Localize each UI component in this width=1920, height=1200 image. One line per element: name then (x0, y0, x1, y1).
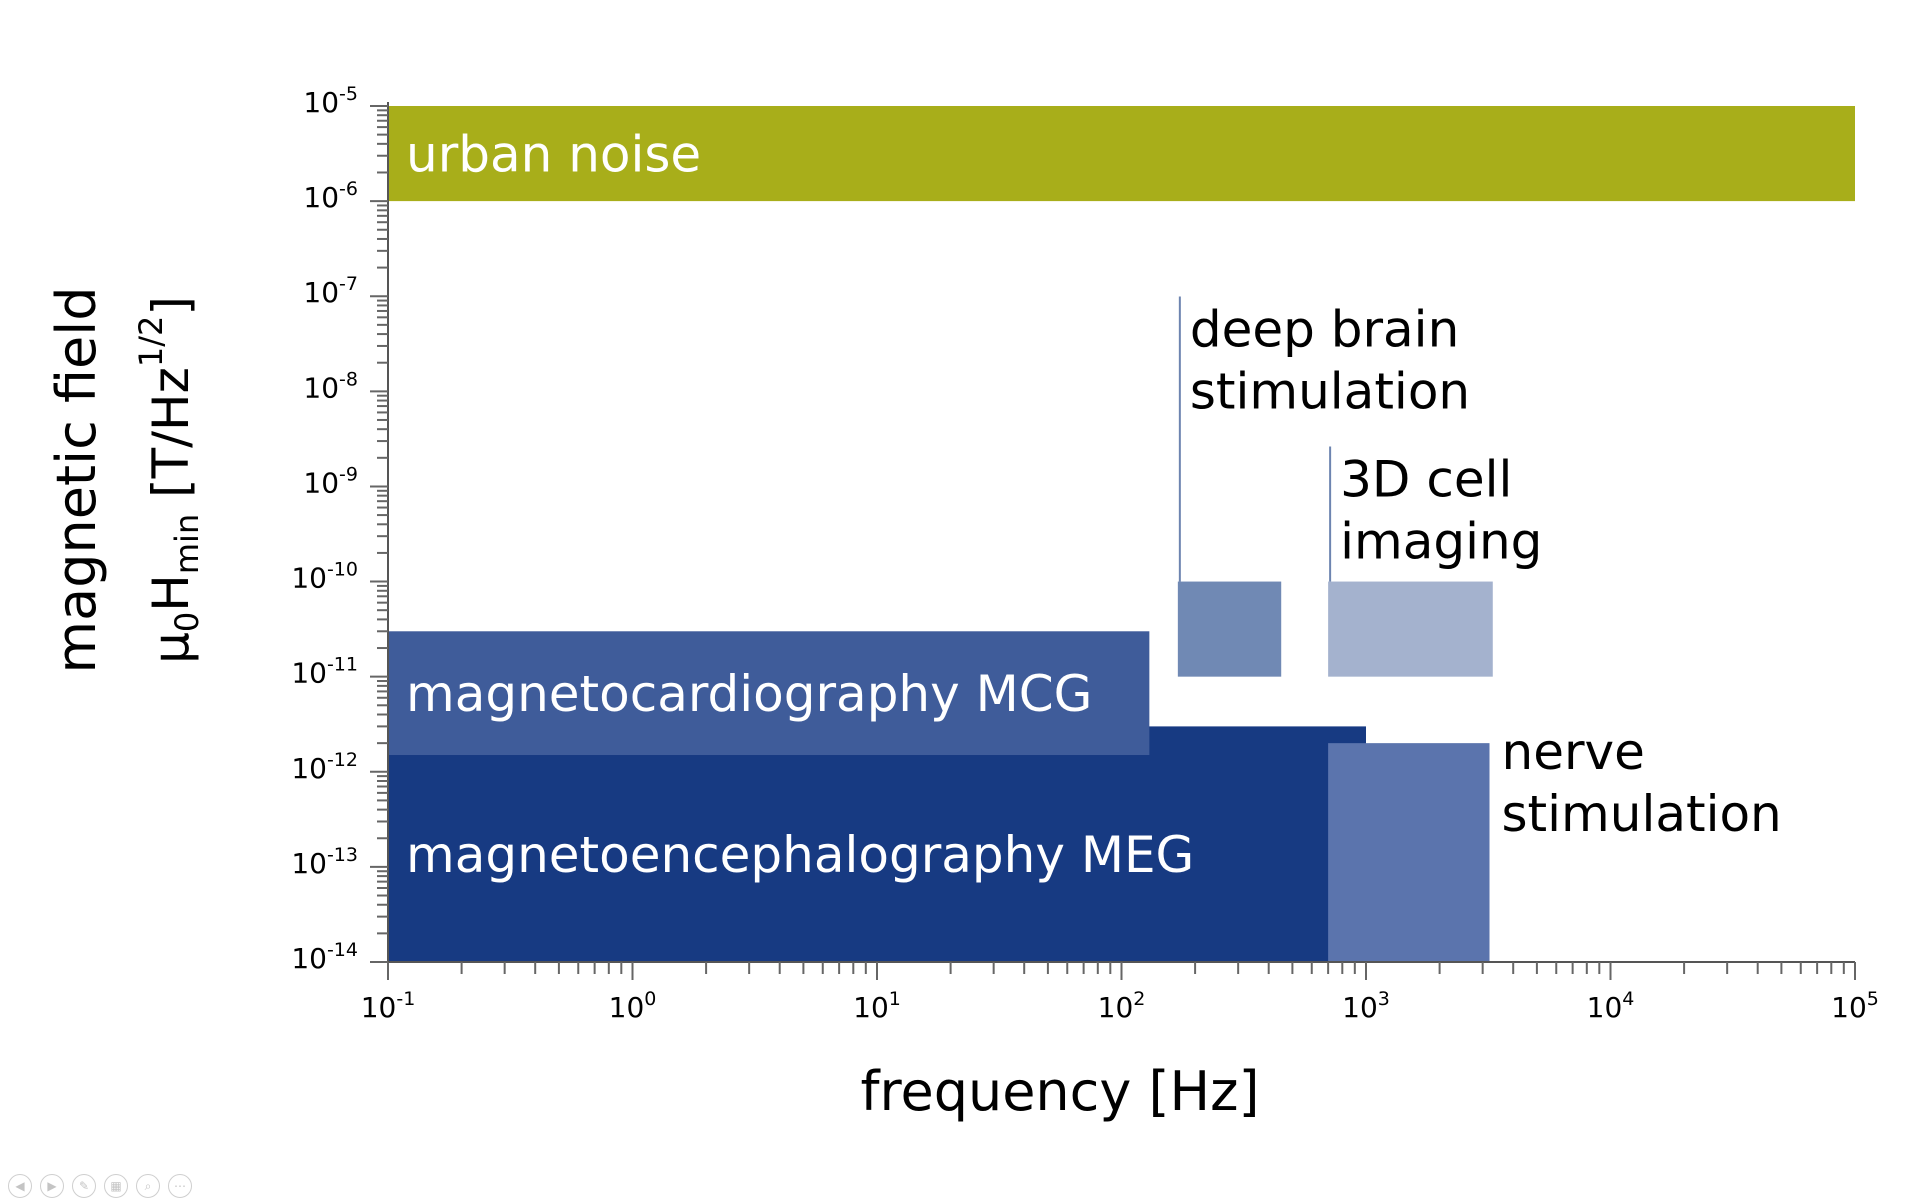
pen-icon[interactable]: ✎ (72, 1174, 96, 1198)
label-urban-noise: urban noise (406, 126, 701, 184)
y-tick-label: 10-12 (291, 749, 358, 785)
x-tick-label: 101 (853, 988, 901, 1024)
more-icon[interactable]: ⋯ (168, 1174, 192, 1198)
label-deep-brain-stimulation-line2: stimulation (1190, 363, 1470, 421)
y-tick-label: 10-8 (303, 368, 358, 404)
label-3d-cell-imaging-line1: 3D cell (1340, 451, 1512, 509)
previous-icon[interactable]: ◀ (8, 1174, 32, 1198)
x-tick-label: 103 (1342, 988, 1390, 1024)
y-axis-mu: µ (142, 632, 200, 664)
next-icon[interactable]: ▶ (40, 1174, 64, 1198)
y-tick-label: 10-13 (291, 844, 358, 880)
labels-layer: urban noise magnetoencephalography MEG mag… (406, 126, 1782, 884)
regions-layer (388, 106, 1855, 962)
x-tick-label: 10-1 (361, 988, 416, 1024)
x-tick-label: 100 (609, 988, 657, 1024)
region-3d-cell-imaging (1328, 581, 1493, 677)
y-tick-label: 10-9 (303, 463, 358, 499)
y-axis-title-line2: µ0Hmin [T/Hz1/2] (114, 200, 224, 760)
x-tick-label: 102 (1098, 988, 1146, 1024)
region-nerve-stimulation (1328, 743, 1490, 962)
label-nerve-stimulation-line2: stimulation (1502, 785, 1782, 843)
slides-icon[interactable]: ▦ (104, 1174, 128, 1198)
label-3d-cell-imaging-line2: imaging (1340, 513, 1542, 571)
y-tick-label: 10-6 (303, 178, 358, 214)
label-magnetocardiography-mcg: magnetocardiography MCG (406, 665, 1092, 723)
axes-layer: 10-1 100 101 102 103 104 105 10-5 10-6 10-7 10-8 10… (291, 83, 1879, 1024)
region-urban-noise (388, 106, 1855, 202)
region-magnetocardiography-mcg (388, 631, 1150, 756)
region-deep-brain-stimulation (1177, 581, 1282, 677)
y-tick-label: 10-10 (291, 559, 358, 595)
y-axis-unit-a: [T/Hz (142, 367, 200, 514)
y-axis-sup: 1/2 (132, 315, 170, 368)
y-tick-label: 10-14 (291, 939, 358, 975)
label-nerve-stimulation-line1: nerve (1502, 723, 1645, 781)
y-tick-label: 10-7 (303, 273, 358, 309)
y-axis-sub0: 0 (168, 611, 206, 633)
slideshow-controls: ◀ ▶ ✎ ▦ ⌕ ⋯ (8, 1174, 192, 1198)
region-magnetoencephalography-meg (388, 726, 1366, 962)
label-deep-brain-stimulation-line1: deep brain (1190, 301, 1459, 359)
x-tick-label: 105 (1831, 988, 1879, 1024)
y-axis-unit-b: ] (142, 296, 200, 316)
y-tick-label: 10-11 (291, 654, 358, 690)
y-axis-title: magnetic field µ0Hmin [T/Hz1/2] (40, 200, 224, 760)
y-tick-label: 10-5 (303, 83, 358, 119)
y-axis-H: H (142, 574, 200, 612)
label-magnetoencephalography-meg: magnetoencephalography MEG (406, 826, 1194, 884)
x-tick-label: 104 (1587, 988, 1635, 1024)
zoom-icon[interactable]: ⌕ (136, 1174, 160, 1198)
y-axis-title-line1: magnetic field (45, 286, 108, 674)
x-axis-title: frequency [Hz] (860, 1060, 1260, 1123)
y-axis-sub-min: min (168, 513, 206, 575)
